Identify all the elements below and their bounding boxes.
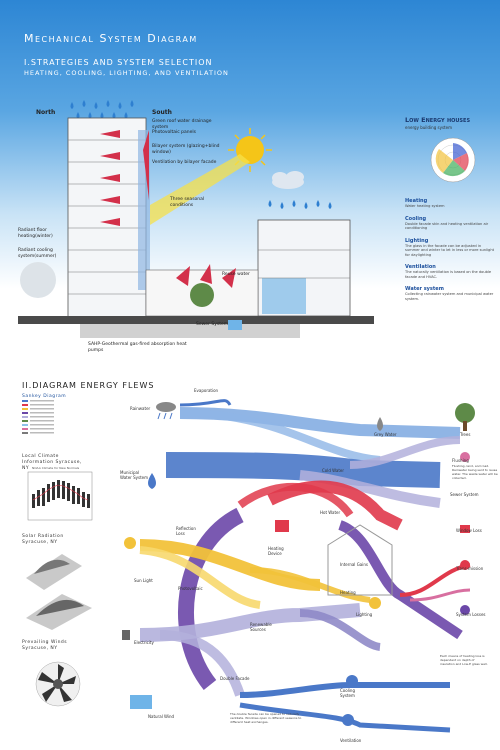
cooling-title: Cooling [405,215,427,222]
label-sewer: Sewer System [196,322,229,327]
sankey-legend-title: Sankey Diagram [22,394,67,399]
sankey-legend [22,400,54,434]
flow-evaporation: Evaporation [194,388,219,393]
label-radiant-floor: Radiant floor heating(winter) [18,228,53,239]
label-bilayer: Bilayer system (glazing+blind window) [152,144,220,155]
flushing-icon [460,452,470,462]
solar-radiation-charts [26,554,92,630]
flow-electricity: Electricity [134,640,154,645]
climate-chart [27,471,93,521]
grey-water-drop-icon [377,417,383,431]
flow-ventilation: Ventilation [340,738,362,743]
label-sahp: SAHP-Geothermal gas-fired absorption hea… [88,342,187,353]
label-radiant-cooling: Radiant cooling system(summer) [18,248,57,259]
window-loss-icon [460,525,470,533]
label-pv: Photovoltaic panels [152,130,197,135]
rain-cloud-icon [156,402,176,420]
flow-lighting: Lighting [356,612,373,617]
ventilation-icon [342,714,354,726]
flow-cold-water: Cold Water [322,468,344,473]
winds-title: Prevailing Winds Syracuse, NY [22,640,68,651]
wind-rose [35,661,81,707]
flow-system-desc: Each means of heating loss is dependent … [440,654,488,666]
climate-chart-title: NOAA Climate for New Normals [32,466,80,470]
flow-hot-water: Hot Water [320,510,341,515]
flow-renewable: Renewable Sources [250,622,272,632]
label-ventilation: Ventilation by bilayer facade [152,160,217,165]
system-loss-icon [460,605,470,615]
label-green-roof: Green roof water drainage system [152,119,212,130]
flow-system-losses: System Losses [456,612,486,617]
lightbulb-icon [369,597,381,609]
building-section-drawing [18,100,374,338]
flow-flushing-desc: Flushing, land, and road. Rainwater bein… [452,464,498,480]
sun-path-diagram [430,137,476,183]
heating-desc: Water heating system [405,204,445,208]
flow-sewer: Sewer System [450,492,479,497]
label-reuse-water: Reuse water [222,272,250,277]
water-system-desc: Collecting rainwater system and municipa… [405,292,494,301]
page-title: Mechanical System Diagram [24,32,198,45]
heating-device-icon [275,520,289,532]
flow-heating-device: Heating Device [268,546,284,556]
section2-title: II.DIAGRAM ENERGY FLEWS [22,381,155,390]
cooling-desc: Double facade skin and heating ventilati… [405,221,489,231]
transmission-icon [460,560,470,570]
flow-transmission: Trans-mission [456,566,484,571]
flow-trees: Trees [460,432,471,437]
lighting-title: Lighting [405,237,429,244]
climate-title: Local Climate Information Syracuse, NY [22,454,82,471]
water-system-title: Water system [405,286,444,292]
flow-natural-wind: Natural Wind [148,714,175,719]
label-north: North [36,109,56,116]
flow-cooling-system: Cooling System [340,688,355,698]
lighting-desc: The glass in the facade can be adjusted … [405,243,495,257]
tree-icon [455,403,475,431]
flow-municipal: Municipal Water System [120,470,149,480]
cloud-icon [272,171,304,189]
flow-heating: Heating [340,590,356,595]
ventilation-desc: The naturally ventilation is based on th… [405,270,492,279]
heating-title: Heating [405,198,428,204]
sun-small-icon [124,537,136,549]
flow-sun-light: Sun Light [134,578,153,583]
water-drop-icon [148,473,156,489]
flow-window-loss: Window Loss [456,528,482,533]
label-south: South [152,109,172,116]
section1-subtitle: HEATING, COOLING, LIGHTING, AND VENTILAT… [24,69,229,77]
rain-drops [70,100,332,209]
flow-photovoltaic: Photovoltaic [178,586,203,591]
section1-title: I.STRATEGIES AND SYSTEM SELECTION [24,58,213,67]
label-three-conditions: Three seasonal conditions [170,197,205,208]
right-panel-subtitle: energy building system [405,125,452,130]
wind-turbine-icon [130,695,152,709]
flow-double-facade: Double Facade [220,676,250,681]
flow-reflection-loss: Reflection Loss [176,526,196,536]
flow-flushing: Flushing [452,458,469,463]
solar-title: Solar Radiation Syracuse, NY [22,534,64,545]
right-panel-title: Low Energy houses [405,116,471,124]
fan-icon [346,675,358,687]
flow-double-desc: The double facade can be opened to natur… [230,712,302,724]
sankey-energy-flow [122,399,475,733]
flow-grey-water: Grey Water [374,432,397,437]
flow-rainwater: Rainwater [130,406,151,411]
plug-icon [122,630,130,640]
ventilation-title: Ventilation [405,264,436,270]
flow-internal-gains: Internal Gains [340,562,368,567]
